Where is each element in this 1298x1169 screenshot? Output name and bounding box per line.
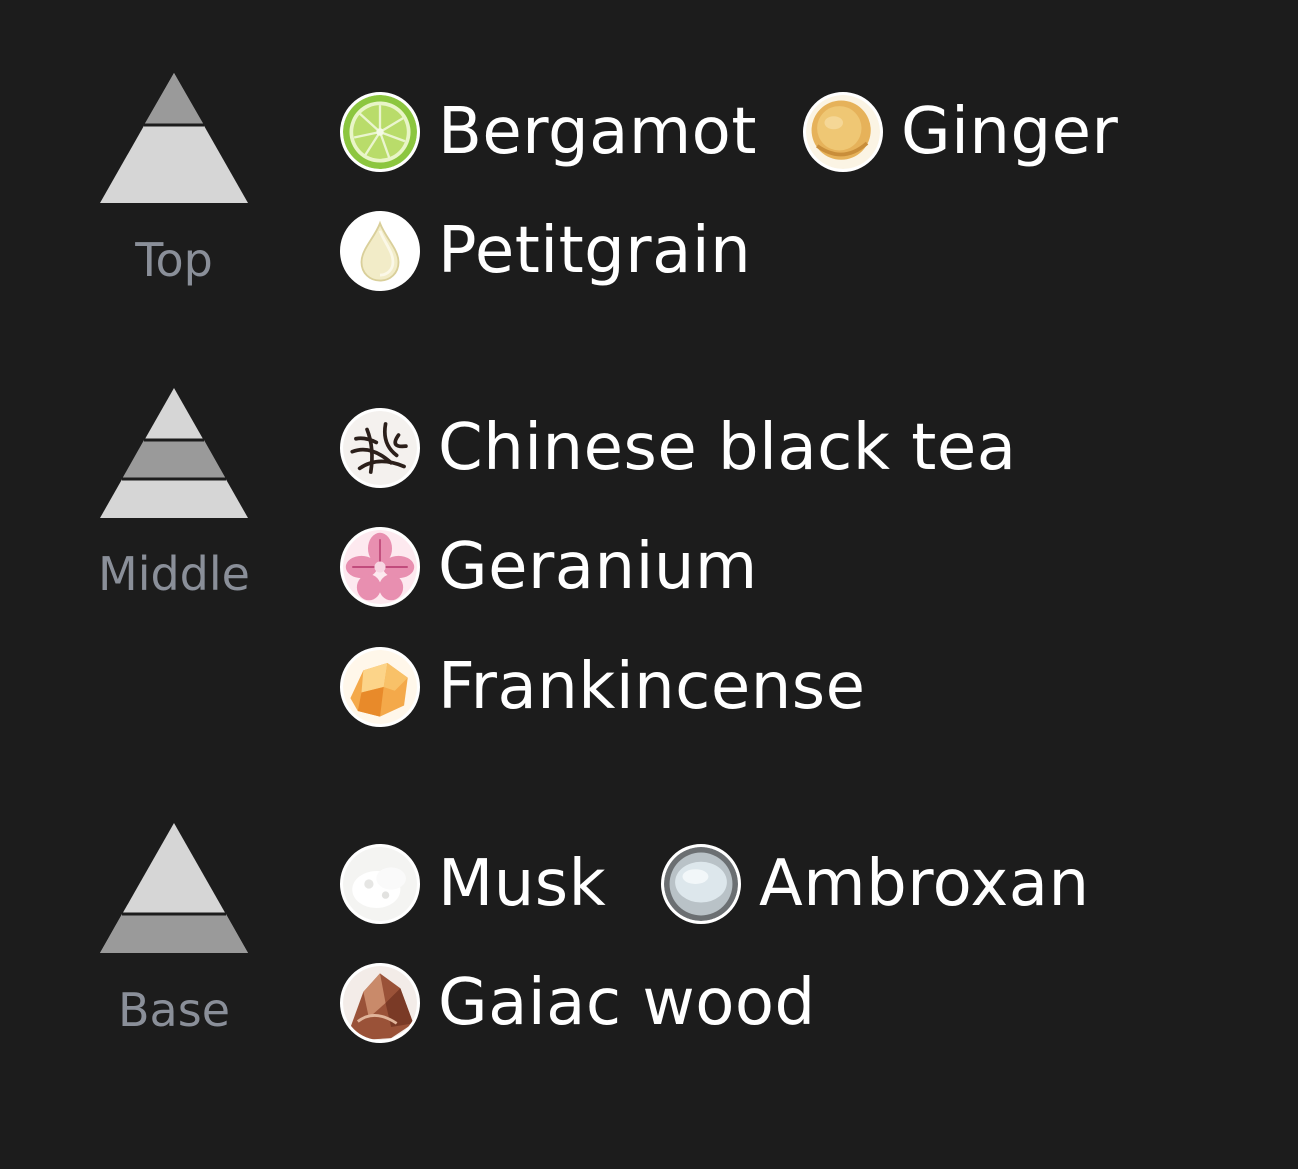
musk-icon: [340, 844, 420, 924]
tier-label-top: Top: [135, 233, 213, 287]
petitgrain-icon: [340, 211, 420, 291]
note-musk: Musk: [340, 843, 606, 925]
pyramid-base-icon: [100, 823, 248, 953]
frankincense-icon: [340, 647, 420, 727]
pyramid-top-icon: [100, 73, 248, 203]
note-label: Frankincense: [438, 650, 866, 724]
note-chinese-black-tea: Chinese black tea: [340, 407, 1016, 489]
note-label: Geranium: [438, 530, 758, 604]
gaiac-wood-icon: [340, 963, 420, 1043]
note-gaiac-wood: Gaiac wood: [340, 962, 816, 1044]
note-label: Ginger: [901, 95, 1119, 169]
note-label: Gaiac wood: [438, 966, 816, 1040]
tier-label-middle: Middle: [98, 547, 250, 601]
note-label: Petitgrain: [438, 214, 752, 288]
tier-label-base: Base: [117, 983, 230, 1037]
geranium-icon: [340, 527, 420, 607]
note-frankincense: Frankincense: [340, 646, 866, 728]
note-label: Bergamot: [438, 95, 757, 169]
ambroxan-icon: [661, 844, 741, 924]
note-ambroxan: Ambroxan: [661, 843, 1090, 925]
note-geranium: Geranium: [340, 526, 758, 608]
ginger-icon: [803, 92, 883, 172]
black-tea-icon: [340, 408, 420, 488]
note-label: Chinese black tea: [438, 411, 1017, 485]
note-label: Ambroxan: [759, 847, 1090, 921]
note-ginger: Ginger: [803, 91, 1118, 173]
note-bergamot: Bergamot: [340, 91, 757, 173]
note-label: Musk: [438, 847, 607, 921]
pyramid-middle-icon: [100, 388, 248, 518]
note-petitgrain: Petitgrain: [340, 210, 751, 292]
bergamot-icon: [340, 92, 420, 172]
